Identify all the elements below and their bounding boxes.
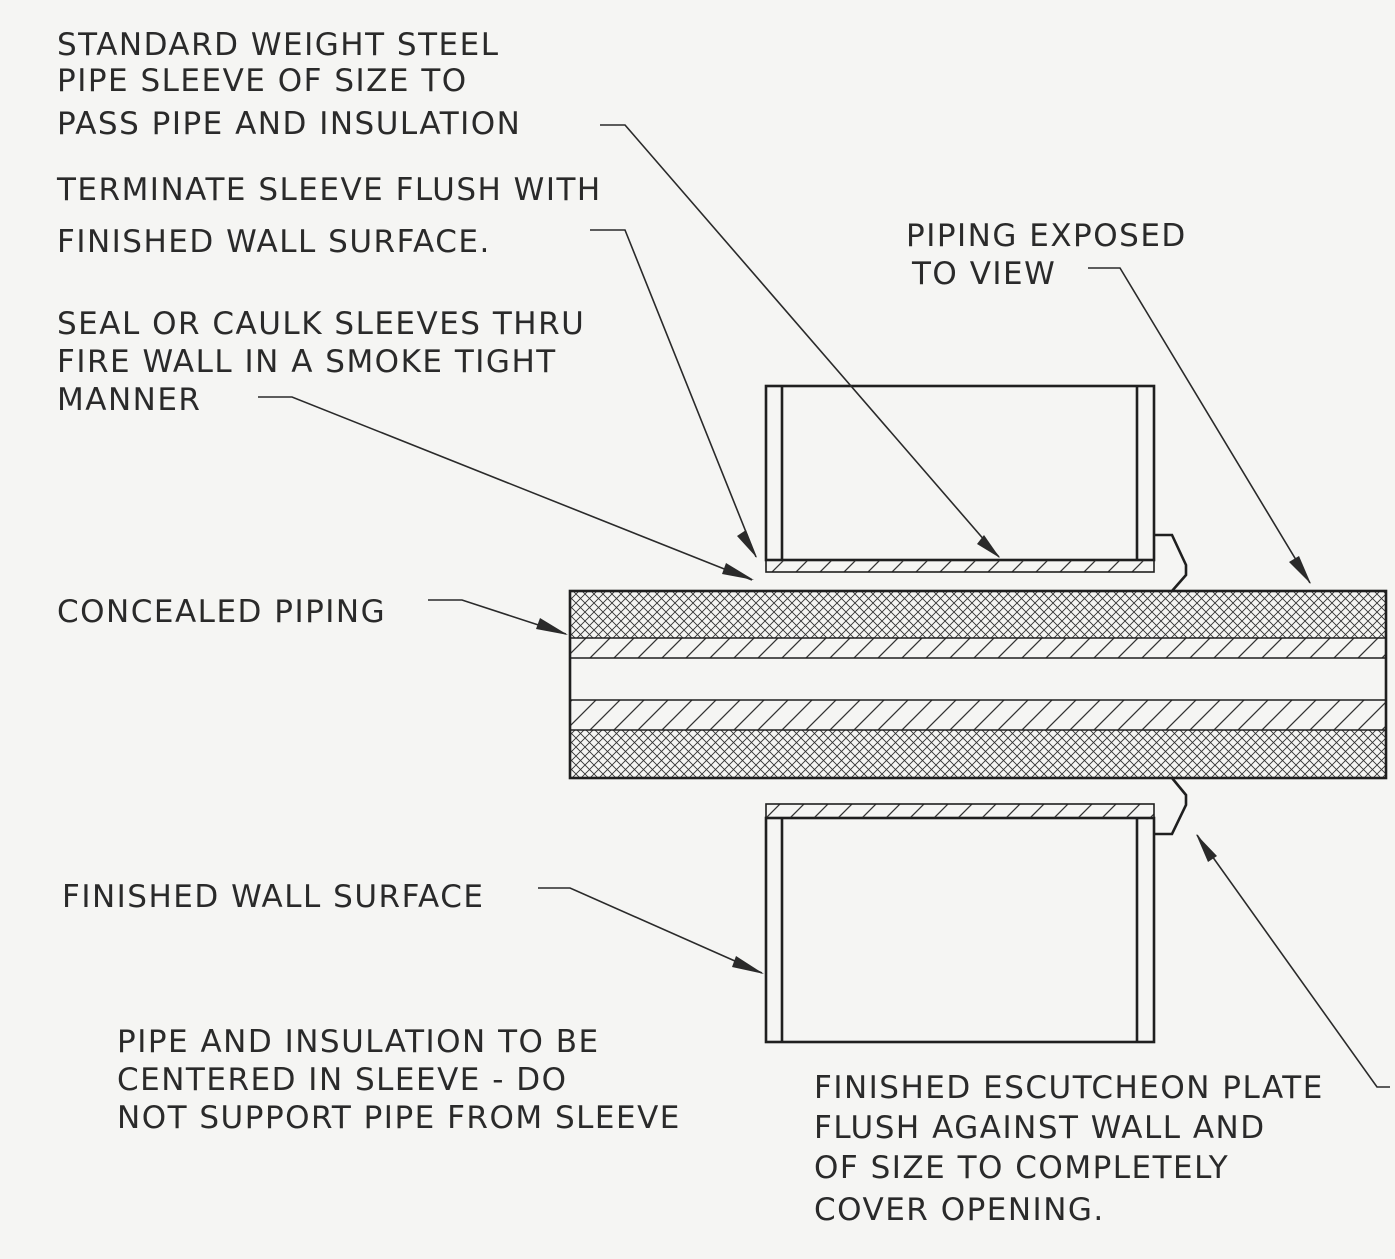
leader-lines (258, 124, 1390, 1088)
note-centered-line-2: CENTERED IN SLEEVE - DO (117, 1062, 568, 1098)
wall-surface-leader-arrow (732, 956, 764, 974)
note-finished-wall-surface: FINISHED WALL SURFACE (62, 879, 484, 915)
pipe-bore (570, 658, 1386, 700)
note-seal-line-3: MANNER (57, 382, 201, 418)
sleeve-leader-arrow (977, 535, 1000, 558)
note-terminate-line-1: TERMINATE SLEEVE FLUSH WITH (56, 172, 602, 208)
sleeve-leader (600, 124, 1000, 558)
note-exposed-line-2: TO VIEW (911, 256, 1056, 292)
note-sleeve-line-3: PASS PIPE AND INSULATION (57, 106, 521, 142)
insulation-outline (568, 589, 1388, 780)
lower-pipe-wall-hatch (570, 700, 1386, 730)
note-centered-line-1: PIPE AND INSULATION TO BE (117, 1024, 600, 1060)
note-sleeve-line-2: PIPE SLEEVE OF SIZE TO (57, 63, 468, 99)
note-seal: SEAL OR CAULK SLEEVES THRU FIRE WALL IN … (57, 306, 585, 418)
concealed-leader-arrow (536, 618, 568, 635)
upper-sleeve-hatch (766, 560, 1154, 572)
exposed-leader (1088, 267, 1311, 584)
upper-insulation-hatch (570, 591, 1386, 638)
note-seal-line-1: SEAL OR CAULK SLEEVES THRU (57, 306, 585, 342)
lower-escutcheon (1154, 777, 1188, 836)
terminate-leader-arrow (737, 530, 757, 558)
escutcheon-plate (1154, 533, 1188, 836)
lower-sleeve-hatch (766, 804, 1154, 818)
concealed-leader (428, 599, 567, 635)
exposed-leader-arrow (1289, 556, 1311, 584)
upper-escutcheon (1154, 533, 1188, 592)
note-escutcheon-line-1: FINISHED ESCUTCHEON PLATE (814, 1070, 1324, 1106)
note-exposed: PIPING EXPOSED TO VIEW (906, 218, 1187, 292)
seal-leader (258, 396, 753, 581)
upper-pipe-wall-hatch (570, 638, 1386, 658)
note-seal-line-2: FIRE WALL IN A SMOKE TIGHT (57, 344, 557, 380)
lower-insulation-hatch (570, 730, 1386, 778)
note-escutcheon-line-4: COVER OPENING. (814, 1192, 1105, 1228)
wall-surface-leader (538, 887, 763, 974)
note-sleeve-line-1: STANDARD WEIGHT STEEL (57, 27, 499, 63)
note-sleeve: STANDARD WEIGHT STEEL PIPE SLEEVE OF SIZ… (57, 27, 521, 142)
note-centered-line-3: NOT SUPPORT PIPE FROM SLEEVE (117, 1100, 681, 1136)
terminate-leader (590, 229, 757, 558)
lower-sleeve-wall (765, 803, 1155, 819)
seal-leader-arrow (722, 563, 754, 580)
note-terminate: TERMINATE SLEEVE FLUSH WITH FINISHED WAL… (56, 172, 602, 260)
pipe-assembly (568, 589, 1388, 780)
upper-sleeve-wall (765, 559, 1155, 573)
lower-wall-outline (764, 816, 1156, 1044)
note-escutcheon-line-3: OF SIZE TO COMPLETELY (814, 1150, 1229, 1186)
note-escutcheon: FINISHED ESCUTCHEON PLATE FLUSH AGAINST … (814, 1070, 1324, 1228)
escutcheon-leader-arrow (1196, 834, 1217, 862)
note-concealed-piping: CONCEALED PIPING (57, 594, 386, 630)
steel-sleeve (765, 559, 1155, 819)
note-exposed-line-1: PIPING EXPOSED (906, 218, 1187, 254)
note-centered: PIPE AND INSULATION TO BE CENTERED IN SL… (117, 1024, 681, 1136)
note-terminate-line-2: FINISHED WALL SURFACE. (57, 224, 491, 260)
upper-wall-outline (764, 384, 1156, 562)
escutcheon-leader (1196, 834, 1390, 1088)
note-escutcheon-line-2: FLUSH AGAINST WALL AND (814, 1110, 1266, 1146)
